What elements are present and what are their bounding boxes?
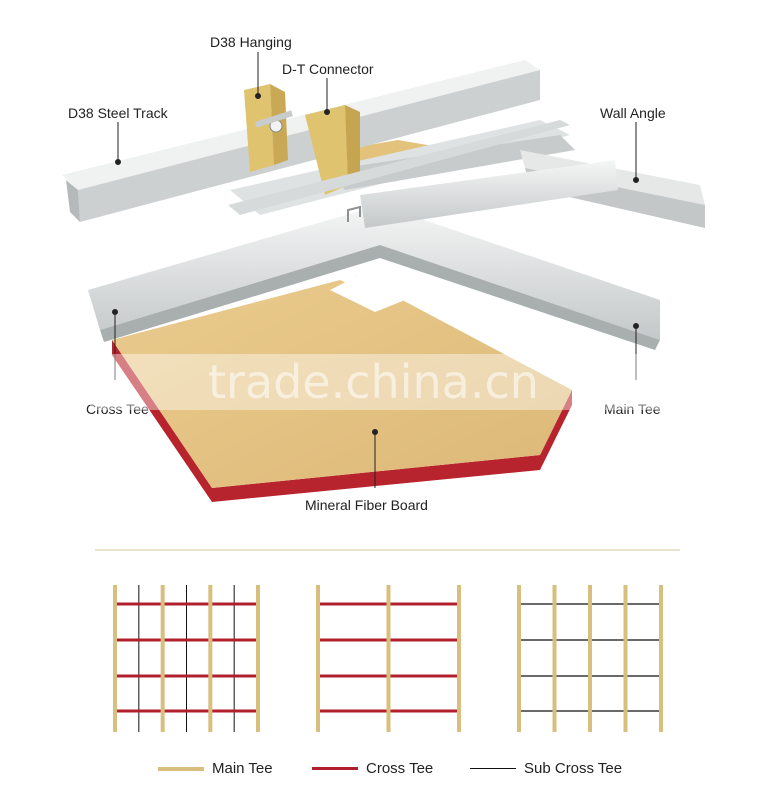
label-mineral-fiber-board: Mineral Fiber Board: [305, 497, 428, 513]
grid-patterns: [113, 585, 663, 732]
watermark-band: [90, 354, 670, 410]
dt-connector: [305, 105, 360, 195]
d38-steel-track: [62, 60, 540, 222]
legend-item-main-tee: Main Tee: [158, 760, 273, 777]
hanging-body: [244, 84, 274, 172]
legend-swatch-main-tee: [158, 766, 204, 771]
legend-swatch-sub-cross-tee: [470, 768, 516, 769]
label-cross-tee: Cross Tee: [86, 401, 149, 417]
main-tee-front: [88, 205, 660, 350]
main-tee-front-flange: [100, 245, 660, 350]
cross-tee-upper-web-2: [330, 135, 575, 190]
legend-label-main-tee: Main Tee: [212, 760, 273, 777]
legend-item-sub-cross-tee: Sub Cross Tee: [470, 760, 622, 777]
connector-front: [305, 105, 348, 195]
track-top: [62, 60, 540, 190]
legend-item-cross-tee: Cross Tee: [312, 760, 433, 777]
main-tee-rear: [228, 120, 570, 215]
main-tee-rear-web: [228, 120, 570, 215]
label-d38-steel-track: D38 Steel Track: [68, 105, 169, 121]
cross-tee-front: [347, 160, 618, 228]
callouts: [112, 52, 639, 488]
board-face: [112, 275, 572, 488]
cross-tee-clip: [347, 205, 361, 222]
watermark-text: trade.china.cn: [208, 355, 539, 409]
d38-hanging: [244, 84, 293, 172]
label-main-tee: Main Tee: [604, 401, 661, 417]
label-dt-connector: D-T Connector: [282, 61, 374, 77]
hanging-rod: [255, 110, 293, 128]
cross-tee-front-web: [360, 160, 618, 228]
track-lip: [66, 180, 80, 222]
legend-label-cross-tee: Cross Tee: [366, 760, 434, 777]
label-d38-hanging: D38 Hanging: [210, 34, 292, 50]
watermark: trade.china.cn: [90, 354, 670, 410]
board-cutout: [330, 262, 430, 312]
main-tee-front-web: [88, 205, 660, 340]
legend-swatch-cross-tee: [312, 767, 358, 770]
legend: Main Tee Cross Tee Sub Cross Tee: [0, 752, 764, 788]
legend-label-sub-cross-tee: Sub Cross Tee: [524, 760, 623, 777]
label-wall-angle: Wall Angle: [600, 105, 666, 121]
connector-side: [345, 105, 360, 185]
track-side: [78, 70, 540, 222]
